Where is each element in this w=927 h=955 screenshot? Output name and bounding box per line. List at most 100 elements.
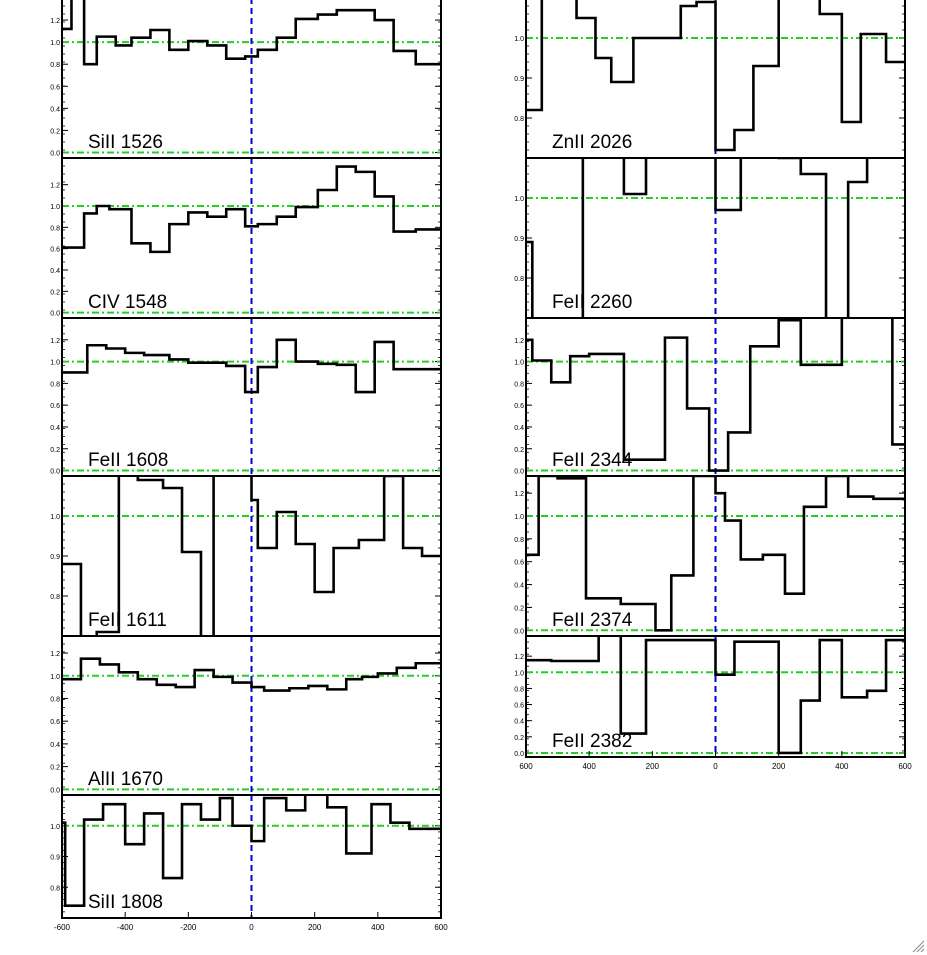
y-tick-label: 0.2 (50, 765, 60, 772)
y-tick-label: 1.2 (50, 18, 60, 25)
y-tick-label: 0.4 (50, 268, 60, 275)
spectrum-series (526, 0, 905, 152)
y-tick-label: 1.0 (514, 360, 524, 367)
y-tick-label: 1.0 (50, 824, 60, 831)
y-tick-label: 0.2 (514, 605, 524, 612)
y-tick-label: 0.0 (514, 751, 524, 758)
y-tick-label: 0.0 (514, 628, 524, 635)
y-tick-label: 1.2 (514, 338, 524, 345)
ion-label: CIV 1548 (88, 292, 167, 313)
y-tick-label: 1.0 (50, 40, 60, 47)
spectrum-series (62, 0, 441, 66)
y-tick-label: 0.9 (514, 76, 524, 83)
y-tick-label: 0.9 (50, 855, 60, 862)
ion-label: ZnII 2026 (552, 132, 632, 153)
y-tick-label: 0.2 (50, 289, 60, 296)
x-tick-label-right: 600 (898, 762, 912, 771)
y-tick-label: 0.9 (514, 236, 524, 243)
y-tick-label: 0.0 (50, 469, 60, 476)
y-tick-label: 0.0 (50, 787, 60, 794)
y-tick-label: 1.0 (514, 514, 524, 521)
y-tick-label: 1.0 (50, 514, 60, 521)
spectrum-series (62, 338, 441, 394)
x-tick-label-left: 0 (249, 923, 254, 932)
y-tick-label: 0.6 (514, 560, 524, 567)
spectrum-series (526, 318, 905, 472)
x-tick-label-right: 400 (835, 762, 849, 771)
y-tick-label: 1.2 (514, 654, 524, 661)
y-tick-label: 0.4 (514, 583, 524, 590)
y-tick-label: 0.6 (514, 403, 524, 410)
y-tick-label: 1.0 (50, 674, 60, 681)
y-tick-label: 0.0 (514, 469, 524, 476)
y-tick-label: 0.6 (50, 84, 60, 91)
y-tick-label: 0.4 (514, 425, 524, 432)
ion-label: SiII 1526 (88, 132, 163, 153)
y-tick-label: 0.6 (514, 703, 524, 710)
spectrum-series (62, 795, 441, 907)
y-tick-label: 0.4 (50, 742, 60, 749)
y-tick-label: 0.4 (50, 106, 60, 113)
y-tick-label: 0.2 (50, 447, 60, 454)
y-tick-label: 0.2 (514, 447, 524, 454)
y-tick-label: 0.6 (50, 719, 60, 726)
ion-label: FeII 2382 (552, 731, 632, 752)
y-tick-label: 0.8 (50, 696, 60, 703)
ion-label: FeII 1611 (88, 610, 167, 631)
resize-grip-icon[interactable] (911, 939, 925, 953)
spectrum-series (62, 165, 441, 254)
y-tick-label: 0.8 (50, 225, 60, 232)
y-tick-label: 0.8 (514, 116, 524, 123)
y-tick-label: 0.8 (514, 276, 524, 283)
y-tick-label: 1.0 (514, 670, 524, 677)
x-tick-label-right: 600 (519, 762, 533, 771)
y-tick-label: 0.8 (514, 686, 524, 693)
y-tick-label: 1.0 (514, 196, 524, 203)
x-tick-label-right: 200 (646, 762, 660, 771)
y-tick-label: 0.8 (50, 885, 60, 892)
x-tick-label-right: 400 (582, 762, 596, 771)
y-tick-label: 0.9 (50, 554, 60, 561)
y-tick-label: 0.8 (50, 381, 60, 388)
spectrum-series (62, 657, 441, 692)
ion-label: FeII 1608 (88, 450, 168, 471)
y-tick-label: 0.0 (50, 150, 60, 157)
y-tick-label: 0.6 (50, 403, 60, 410)
y-tick-label: 1.0 (514, 36, 524, 43)
x-tick-label-left: -400 (117, 923, 134, 932)
spectrum-series (526, 476, 905, 632)
y-tick-label: 0.0 (50, 311, 60, 318)
ion-label: FeII 2344 (552, 450, 633, 471)
y-tick-label: 1.0 (50, 204, 60, 211)
y-tick-label: 0.4 (50, 425, 60, 432)
x-tick-label-left: 200 (308, 923, 322, 932)
ion-label: FeII 2260 (552, 292, 632, 313)
x-tick-label-left: -200 (180, 923, 197, 932)
spectrum-series (526, 158, 869, 318)
ion-label: AlII 1670 (88, 769, 163, 790)
y-tick-label: 0.2 (50, 128, 60, 135)
y-tick-label: 0.2 (514, 735, 524, 742)
x-tick-label-left: 400 (371, 923, 385, 932)
ion-label: SiII 1808 (88, 892, 163, 913)
ion-label: FeII 2374 (552, 610, 633, 631)
y-tick-label: 0.8 (514, 381, 524, 388)
x-tick-label-left: 600 (434, 923, 448, 932)
y-tick-label: 1.2 (50, 183, 60, 190)
spectrum-series (62, 476, 441, 636)
y-tick-label: 1.2 (514, 491, 524, 498)
x-tick-label-right: 200 (772, 762, 786, 771)
y-tick-label: 0.8 (50, 62, 60, 69)
y-tick-label: 0.6 (50, 247, 60, 254)
